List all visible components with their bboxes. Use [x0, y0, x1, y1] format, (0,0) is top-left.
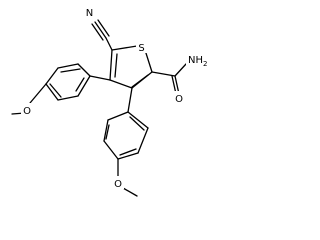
left-methoxy-oxygen-label: O [23, 106, 31, 117]
thiophene-bond [144, 49, 153, 73]
amide-bond [174, 63, 187, 77]
carbonyl-oxygen-label: O [175, 94, 183, 105]
aryl-bond [45, 67, 59, 85]
thiophene-double-bond [131, 74, 149, 88]
aryl-bond [57, 95, 79, 101]
aryl-double-bond [60, 68, 81, 73]
aryl-bond [127, 111, 149, 129]
aryl-bond [45, 83, 59, 101]
nitrile-bond [105, 37, 113, 51]
aryl-double-bond [75, 77, 85, 92]
atom-labels: N S NH2 O O O [21, 5, 208, 190]
thiophene-sulfur-label: S [138, 43, 144, 54]
amide-nitrogen-label: NH2 [188, 55, 207, 68]
thiophene-bond [111, 45, 138, 51]
nitrile-triple-bond [91, 23, 104, 41]
aryl-bond [107, 111, 129, 121]
chemical-structure-diagram: N S NH2 O O O [11, 5, 208, 197]
bond-lines [11, 19, 187, 197]
aryl-bond [137, 127, 149, 154]
nitrile-triple-bond [97, 19, 110, 37]
aryl-bond [127, 87, 133, 113]
thiophene-bond [109, 49, 113, 81]
methoxy-bond [122, 187, 138, 197]
aryl-bond [77, 75, 91, 97]
aryl-bond [57, 63, 79, 69]
amide-bond [151, 71, 176, 77]
aryl-bond [89, 75, 111, 81]
nitrile-triple-bond [94, 21, 107, 39]
aryl-bond [103, 140, 119, 160]
aryl-bond [77, 63, 91, 77]
aryl-double-bond [129, 116, 145, 131]
aryl-bond [117, 152, 139, 160]
right-methoxy-oxygen-label: O [114, 179, 122, 190]
nitrile-nitrogen-label: N [86, 8, 93, 19]
thiophene-bond [109, 79, 133, 89]
aryl-bond [103, 119, 109, 142]
aryl-double-bond [119, 148, 137, 156]
aryl-double-bond [49, 83, 62, 98]
thiophene-double-bond [114, 53, 118, 78]
methoxy-bond [29, 83, 47, 104]
aryl-double-bond [105, 124, 110, 140]
